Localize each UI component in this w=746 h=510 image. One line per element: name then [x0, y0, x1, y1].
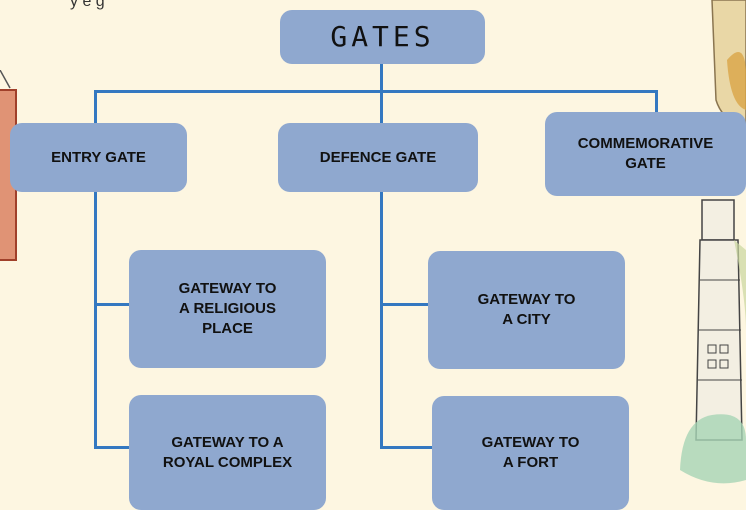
connector-horizontal-level1 — [94, 90, 658, 93]
root-node-gates: GATES — [280, 10, 485, 64]
connector-entry-royal — [94, 446, 130, 449]
connector-defence-trunk — [380, 192, 383, 448]
node-gateway-fort: GATEWAY TO A FORT — [432, 396, 629, 510]
connector-to-entry-gate — [94, 90, 97, 124]
node-defence-gate: DEFENCE GATE — [278, 123, 478, 192]
node-commemorative-gate: COMMEMORATIVE GATE — [545, 112, 746, 196]
connector-entry-religious — [94, 303, 130, 306]
connector-root-down — [380, 62, 383, 92]
connector-defence-city — [380, 303, 430, 306]
node-entry-gate: ENTRY GATE — [10, 123, 187, 192]
connector-to-defence-gate — [380, 90, 383, 124]
cropped-top-text: y e g — [70, 0, 105, 10]
decorative-monument-illustration-right — [680, 0, 746, 484]
connector-entry-trunk — [94, 192, 97, 448]
connector-defence-fort — [380, 446, 432, 449]
node-gateway-royal-complex: GATEWAY TO A ROYAL COMPLEX — [129, 395, 326, 510]
connector-to-commemorative-gate — [655, 90, 658, 112]
node-gateway-religious-place: GATEWAY TO A RELIGIOUS PLACE — [129, 250, 326, 368]
node-gateway-city: GATEWAY TO A CITY — [428, 251, 625, 369]
